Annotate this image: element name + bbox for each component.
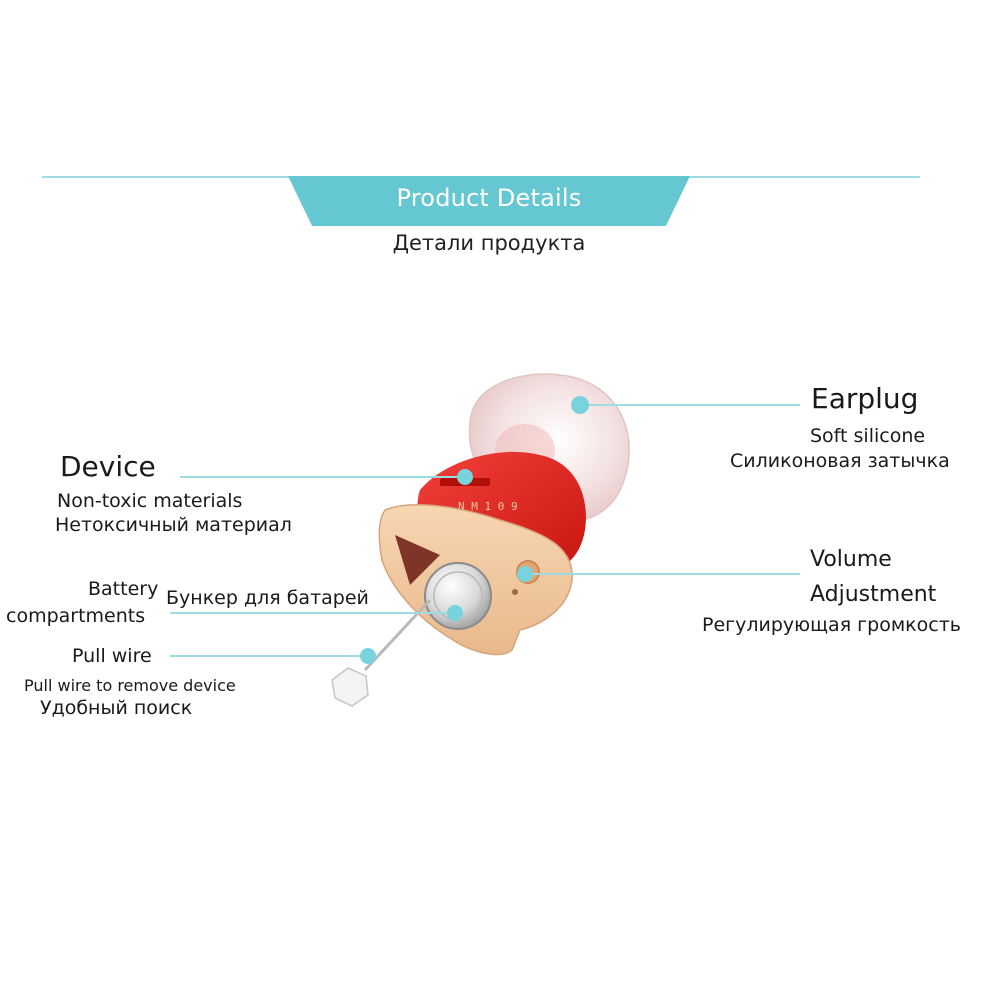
volume-title-1: Volume [810, 547, 892, 572]
pull-wire-desc-1: Pull wire to remove device [24, 676, 236, 695]
battery-desc: Бункер для батарей [166, 587, 369, 609]
volume-title-2: Adjustment [810, 582, 937, 607]
volume-desc: Регулирующая громкость [702, 614, 961, 636]
callout-lines [170, 404, 800, 657]
page-title: Product Details [396, 184, 582, 212]
callout-dots [360, 396, 589, 664]
battery-title-2: compartments [6, 605, 146, 627]
header-tab [288, 176, 690, 226]
pull-wire-desc-2: Удобный поиск [40, 697, 193, 719]
battery-title-1: Battery [88, 578, 159, 600]
pull-wire-title: Pull wire [72, 645, 152, 667]
earplug-title: Earplug [811, 382, 919, 415]
page-subtitle: Детали продукта [392, 231, 586, 255]
device-title: Device [60, 450, 156, 483]
device-desc-2: Нетоксичный материал [55, 514, 292, 536]
earplug-desc-2: Силиконовая затычка [730, 450, 950, 472]
pull-wire-part [331, 598, 432, 707]
svg-text:N M 1 0 9: N M 1 0 9 [458, 500, 518, 513]
device-desc-1: Non-toxic materials [57, 490, 243, 512]
earplug-desc-1: Soft silicone [810, 425, 926, 447]
